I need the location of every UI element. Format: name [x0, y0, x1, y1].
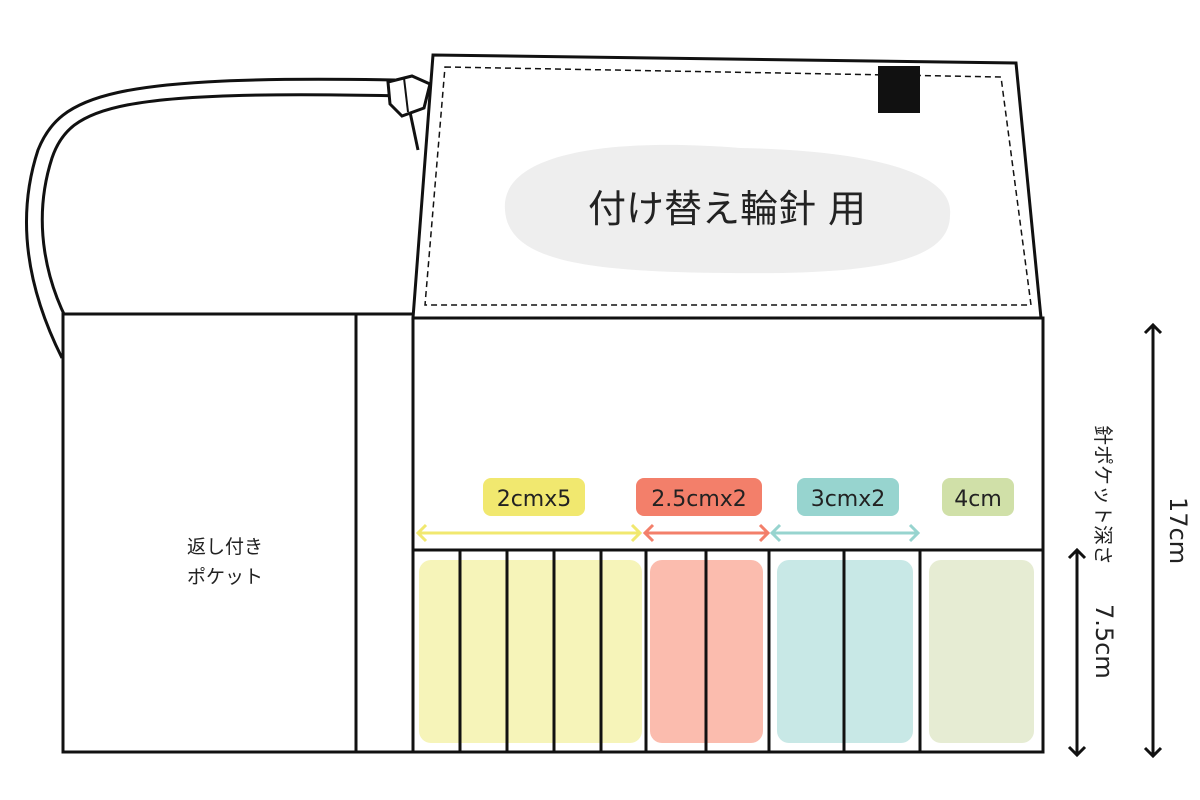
- strap: [24, 77, 396, 359]
- width-arrow-2-5cm: [642, 523, 771, 543]
- side-pocket-panel: [61, 312, 417, 754]
- side-pocket-label-line2: ポケット: [187, 566, 263, 588]
- pocket-depth-label: 針ポケット深さ: [1091, 425, 1115, 565]
- strap-end: [408, 111, 420, 151]
- flap-label-bg: [504, 144, 951, 274]
- section-label-3cm: 3cmx2: [811, 487, 886, 512]
- strap-buckle: [386, 74, 432, 118]
- section-label-2cm: 2cmx5: [497, 487, 572, 512]
- flap-title: 付け替え輪針 用: [588, 187, 866, 231]
- section-label-bg-2cm: [483, 478, 585, 516]
- strap-buckle-line: [403, 77, 409, 113]
- section-label-bg-2-5cm: [636, 478, 762, 516]
- flap-tab: [878, 66, 920, 113]
- pocket-depth-value: 7.5cm: [1090, 604, 1118, 679]
- section-fill-2cm: [419, 560, 642, 743]
- flap-stitching: [424, 66, 1032, 306]
- pocket-dividers: [458, 550, 922, 752]
- strap-inner: [40, 93, 406, 341]
- section-label-2-5cm: 2.5cmx2: [651, 487, 747, 512]
- section-label-bg-3cm: [797, 478, 899, 516]
- section-fill-4cm: [929, 560, 1034, 743]
- pocket-depth-arrow: [1067, 547, 1087, 758]
- total-height-value: 17cm: [1164, 497, 1192, 564]
- section-label-4cm: 4cm: [954, 487, 1002, 512]
- section-label-bg-4cm: [942, 478, 1014, 516]
- total-height-arrow: [1143, 322, 1163, 759]
- width-arrow-2cm: [415, 523, 643, 543]
- side-pocket-label-line1: 返し付き: [187, 536, 263, 558]
- width-arrow-3cm: [769, 523, 921, 543]
